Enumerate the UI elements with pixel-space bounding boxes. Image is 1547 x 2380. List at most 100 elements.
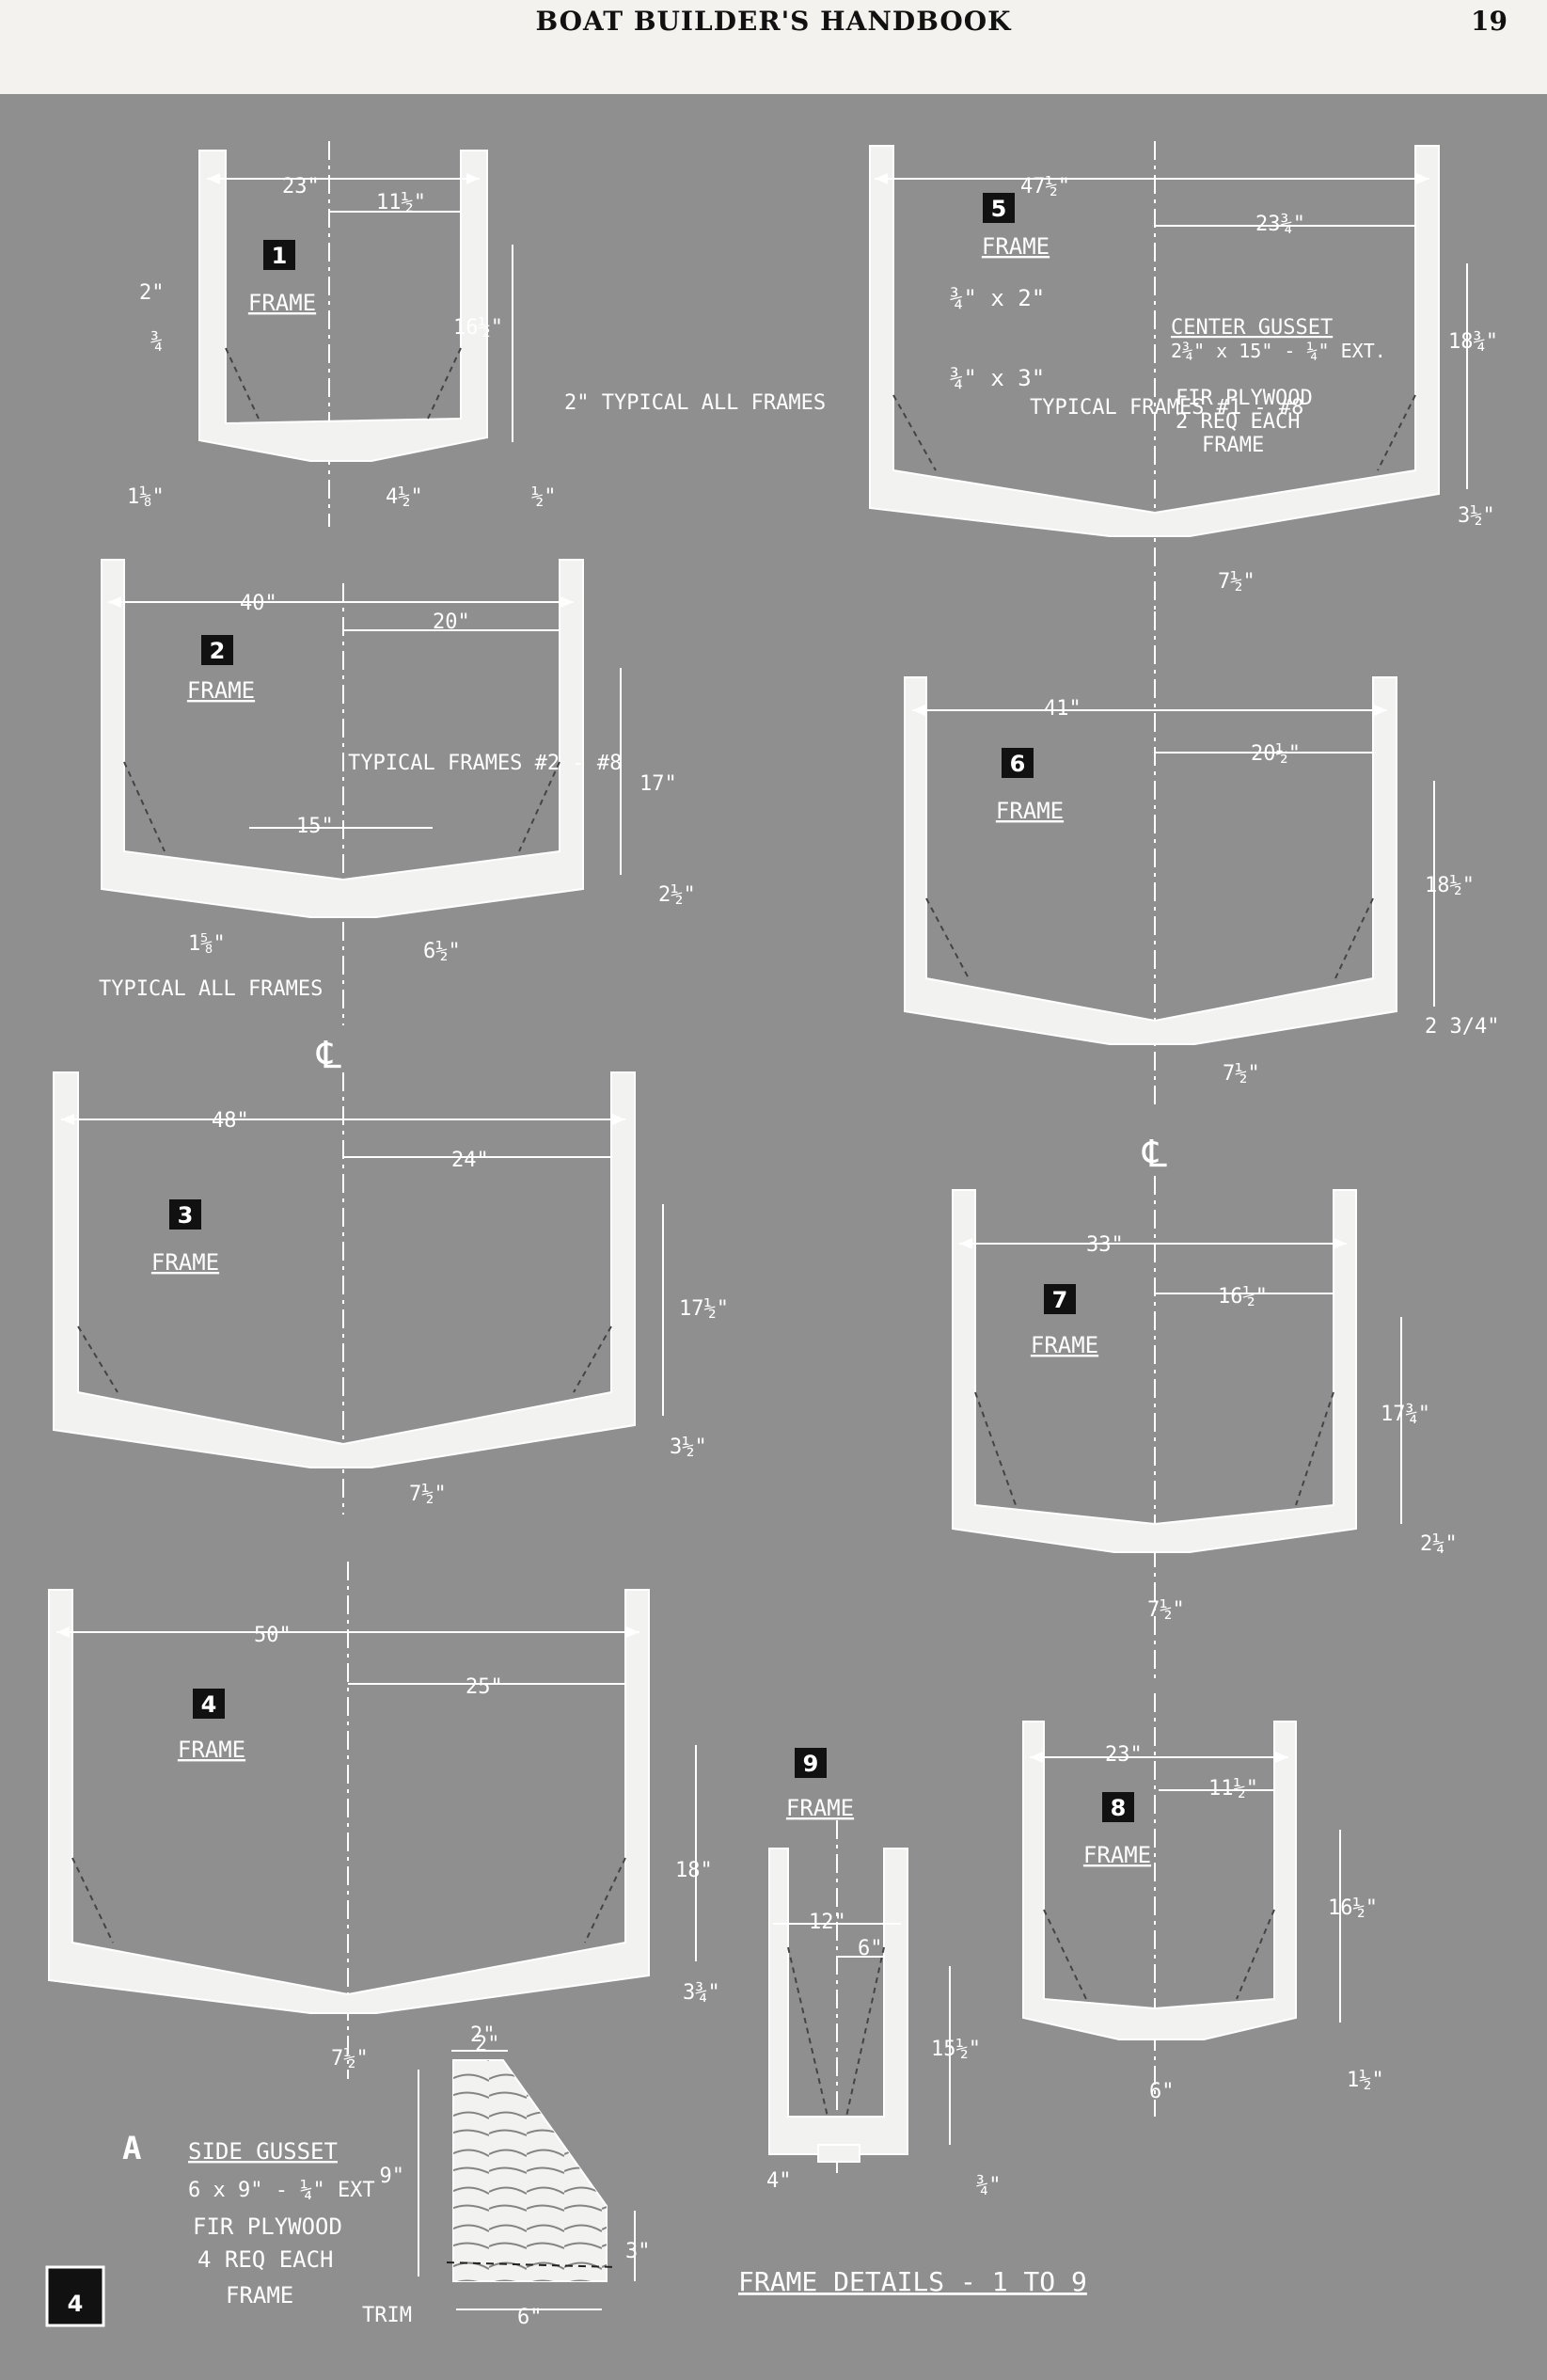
frame-5-dim-4: 7½": [1218, 570, 1255, 594]
frame-8: 23" 11½" 16½" 1½" 6" 8 FRAME: [1022, 1693, 1384, 2117]
page-header: BOAT BUILDER'S HANDBOOK 19: [0, 0, 1547, 94]
side-gusset: A SIDE GUSSET 6 x 9" - ¼" EXT FIR PLYWOO…: [122, 2023, 651, 2329]
frame-4-dim-1: 25": [466, 1675, 503, 1699]
frame-4-dim-4: 7½": [331, 2047, 369, 2071]
frame-1-label: FRAME: [248, 290, 316, 316]
frame-6-dim-0: 41": [1044, 697, 1081, 721]
figure-number-badge: [45, 2265, 105, 2327]
frame-1-dim-1: 11½": [376, 191, 426, 214]
frame-2: 40" 20" 17" 15" 2½" 1⅝" 6½" TYPICAL FRAM…: [99, 559, 696, 1025]
frame-2-badge: [201, 635, 233, 665]
frame-6-label: FRAME: [996, 798, 1064, 824]
frame-8-dim-3: 1½": [1347, 2069, 1384, 2092]
frame-5-dim-3: 3½": [1458, 504, 1495, 528]
frame-3-dim-1: 24": [451, 1149, 489, 1172]
frame-6-dim-1: 20½": [1251, 742, 1301, 766]
gusset-line-3: 4 REQ EACH: [197, 2246, 334, 2273]
frame-9-dim-2: 15½": [931, 2038, 981, 2061]
book-title: BOAT BUILDER'S HANDBOOK: [535, 6, 1012, 37]
frame-3-badge: [169, 1199, 201, 1230]
frame-9-dim-4: ¾": [976, 2174, 1002, 2198]
frame-6-dim-4: 7½": [1223, 1062, 1260, 1086]
frame-9-badge: [795, 1748, 827, 1778]
frame-7-label: FRAME: [1031, 1332, 1098, 1358]
frame-9-dim-3: 4": [766, 2169, 792, 2193]
frame-3-dim-4: 7½": [409, 1483, 447, 1506]
frame-5-badge: [983, 193, 1015, 223]
frame-8-dim-4: 6": [1149, 2080, 1175, 2103]
frame-7-number: 7: [1052, 1287, 1068, 1313]
frame-2-dim-5: 1⅝": [188, 932, 226, 956]
frame-7-dim-4: 7½": [1147, 1598, 1185, 1622]
frame-2-dim-3: 15": [296, 815, 334, 838]
frame-2-note: TYPICAL FRAMES #2 - #8: [348, 752, 622, 775]
gusset-line-4: FRAME: [226, 2282, 293, 2309]
frame-5-note-1: ¾" x 3": [950, 365, 1045, 391]
frame-8-dim-0: 23": [1105, 1743, 1143, 1767]
frame-1-badge: [263, 240, 295, 270]
gusset-line-1: 6 x 9" - ¼" EXT: [188, 2179, 375, 2202]
frame-3-dim-0: 48": [212, 1109, 249, 1133]
frame-5-dim-2: 18¾": [1448, 330, 1498, 354]
frame-9-number: 9: [803, 1751, 819, 1777]
page-number: 19: [1471, 6, 1508, 37]
frame-8-label: FRAME: [1083, 1842, 1151, 1868]
frame-3-dim-3: 3½": [670, 1436, 707, 1459]
frame-3-number: 3: [178, 1202, 194, 1229]
frame-1-note: 2" TYPICAL ALL FRAMES: [564, 391, 826, 415]
frame-2-dim-2: 17": [639, 772, 677, 796]
frame-5-note-3: CENTER GUSSET: [1171, 316, 1333, 340]
frame-4-dim-3: 3¾": [683, 1981, 720, 2005]
frame-2-dim-6: 6½": [423, 940, 461, 963]
frame-4: 50" 25" 18" 3¾" 7½" 2" 4 FRAME: [48, 1562, 720, 2079]
figure-number: 4: [68, 2291, 84, 2317]
centerline-symbol-2: ℄: [1142, 1133, 1167, 1176]
frame-1-dim-2: 16½": [453, 316, 503, 340]
gusset-line-2: FIR PLYWOOD: [193, 2213, 342, 2240]
frame-5-dim-0: 47½": [1020, 175, 1070, 198]
frame-9-dim-1: 6": [858, 1937, 883, 1960]
frame-8-dim-2: 16½": [1328, 1896, 1378, 1920]
frame-7: 33" 16½" 17¾" 2¼" 7½" 7 FRAME: [952, 1176, 1458, 1684]
frame-4-dim-2: 18": [675, 1859, 713, 1882]
gusset-dim-2: 3": [625, 2240, 651, 2263]
frame-4-badge: [193, 1689, 225, 1719]
frame-1-dim-4: ¾: [150, 330, 163, 354]
frame-2-dim-4: 2½": [658, 883, 696, 907]
frame-1-dim-7: ½": [531, 485, 557, 509]
frame-9-dim-0: 12": [809, 1911, 846, 1934]
frame-2-dim-1: 20": [433, 611, 470, 634]
gusset-line-0: SIDE GUSSET: [188, 2138, 338, 2165]
frame-6-badge: [1002, 748, 1034, 778]
gusset-dim-1: 9": [380, 2165, 405, 2188]
frame-7-dim-0: 33": [1086, 1233, 1124, 1257]
frame-5-dim-1: 23¾": [1255, 213, 1305, 236]
frame-7-dim-3: 2¼": [1420, 1532, 1458, 1556]
frame-6-dim-3: 2 3/4": [1425, 1015, 1499, 1039]
gusset-dim-3: 6": [517, 2306, 543, 2329]
frame-1-dim-5: 1⅛": [127, 485, 165, 509]
frame-5-number: 5: [991, 196, 1007, 222]
figure-caption: FRAME DETAILS - 1 TO 9: [738, 2266, 1087, 2297]
gusset-dim-0: 2": [470, 2023, 496, 2047]
frame-5-note-2: TYPICAL FRAMES #1 - #8: [1030, 396, 1303, 420]
frame-7-badge: [1044, 1284, 1076, 1314]
frame-1-dim-0: 23": [282, 175, 320, 198]
gusset-letter: A: [122, 2130, 141, 2167]
frame-5-note-5: FIR PLYWOOD: [1176, 387, 1313, 410]
frame-5-note-4: 2¾" x 15" - ¼" EXT.: [1171, 340, 1386, 362]
frame-1: 23" 11½" 16½" 2" ¾ 1⅛" 4½" ½" 2" TYPICAL…: [127, 141, 826, 527]
frame-9: 12" 6" 15½" 4" ¾" 9 FRAME: [766, 1748, 1002, 2198]
frame-8-dim-1: 11½": [1208, 1777, 1258, 1801]
frame-6: 41" 20½" 18½" 2 3/4" 7½" 6 FRAME: [904, 611, 1499, 1110]
frame-8-badge: [1102, 1792, 1134, 1822]
frame-2-note2: TYPICAL ALL FRAMES: [99, 977, 323, 1001]
frame-4-label: FRAME: [178, 1737, 245, 1763]
frame-4-dim-5: 2": [475, 2033, 500, 2056]
frame-2-dim-0: 40": [240, 592, 277, 615]
centerline-symbol: ℄: [316, 1034, 341, 1077]
frame-9-label: FRAME: [786, 1795, 854, 1821]
frame-6-dim-2: 18½": [1425, 874, 1475, 897]
frame-3: 48" 24" 17½" 3½" 7½" 3 FRAME: [53, 1071, 729, 1515]
